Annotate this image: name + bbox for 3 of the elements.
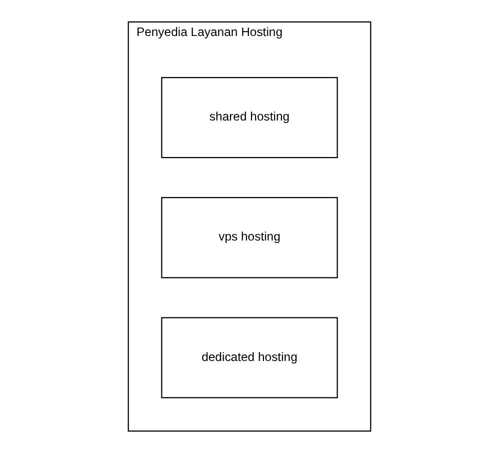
node-box: shared hosting: [161, 77, 338, 158]
node-box: dedicated hosting: [161, 317, 338, 398]
node-box: vps hosting: [161, 197, 338, 278]
